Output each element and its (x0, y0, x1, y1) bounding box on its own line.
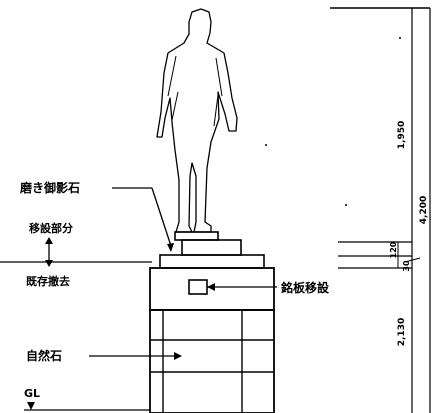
drawing-dot (399, 37, 401, 39)
label-ground-level: GL (24, 387, 40, 400)
relocation-arrow-down (45, 260, 53, 267)
statue-figure (156, 8, 238, 233)
leader-natural-stone-arrow (174, 352, 182, 360)
relocation-arrow-up (45, 237, 53, 244)
leader-nameplate-arrow (207, 283, 215, 291)
dim-step: 120 (389, 241, 398, 258)
upper-pedestal-top (174, 231, 219, 241)
drawing-dot (265, 144, 267, 146)
dim-tick-2 (404, 257, 421, 263)
gl-marker-icon (27, 402, 35, 410)
label-relocated-part: 移設部分 (29, 221, 73, 235)
nameplate (188, 279, 208, 295)
dim-small: 30 (402, 260, 411, 272)
leader-polished-arrow (167, 243, 174, 252)
label-polished-stone: 磨き御影石 (19, 180, 80, 195)
label-natural-stone: 自然石 (26, 348, 62, 363)
base-stone (149, 309, 275, 413)
statue-arm-contour (167, 55, 223, 127)
dim-top: 1,950 (397, 121, 407, 149)
upper-pedestal (181, 239, 242, 256)
middle-plinth (159, 254, 265, 269)
label-nameplate-relocation: 銘板移設 (281, 280, 330, 295)
dim-total: 4,200 (419, 196, 429, 224)
dim-base: 2,130 (397, 318, 407, 346)
drawing-dot (345, 204, 347, 206)
leader-polished-2 (151, 187, 172, 247)
label-existing-removed: 既存撤去 (26, 274, 70, 288)
